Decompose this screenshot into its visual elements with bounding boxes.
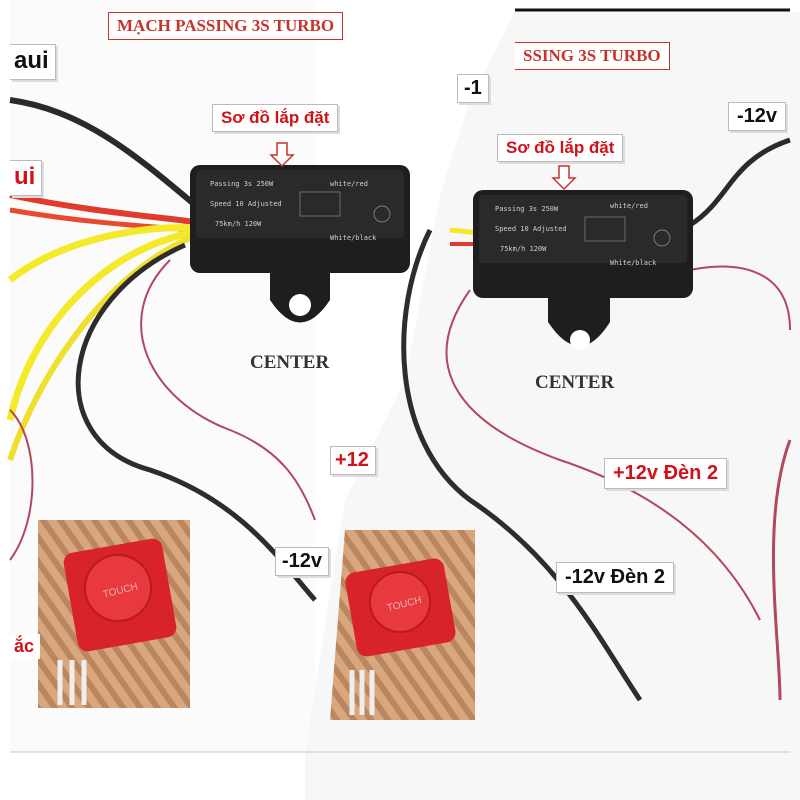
svg-text:White/black: White/black: [330, 234, 377, 242]
module-text-left: Passing 3s 250W: [210, 180, 274, 188]
arrow-down-icon: [269, 142, 295, 168]
right-panel: Passing 3s 250W white/red Speed 10 Adjus…: [305, 8, 800, 800]
label-plus12-den2: +12v Đèn 2: [604, 458, 728, 489]
label-install-left: Sơ đồ lắp đặt: [212, 104, 339, 132]
svg-text:White/black: White/black: [610, 259, 657, 267]
svg-text:75km/h 120W: 75km/h 120W: [500, 245, 547, 253]
label-plus12-left: +12: [330, 446, 376, 475]
svg-text:75km/h 120W: 75km/h 120W: [215, 220, 262, 228]
label-ui: ui: [10, 160, 43, 196]
center-label-left: CENTER: [250, 352, 330, 373]
arrow-down-icon: [551, 165, 577, 191]
label-minus12-left: -12v: [275, 547, 330, 576]
label-aui: aui: [10, 44, 56, 80]
title-right: SSING 3S TURBO: [515, 42, 670, 70]
svg-text:white/red: white/red: [330, 180, 368, 188]
label-install-right: Sơ đồ lắp đặt: [497, 134, 624, 162]
label-ac: ắc: [10, 634, 41, 659]
label-minus12-den2: -12v Đèn 2: [556, 562, 675, 593]
svg-text:Speed 10 Adjusted: Speed 10 Adjusted: [495, 225, 567, 233]
label-minus1: -1: [457, 74, 489, 103]
module-text-right: Passing 3s 250W: [495, 205, 559, 213]
title-left: MẠCH PASSING 3S TURBO: [108, 12, 344, 40]
svg-text:white/red: white/red: [610, 202, 648, 210]
label-minus12-right-top: -12v: [728, 102, 787, 131]
center-label-right: CENTER: [535, 372, 615, 393]
svg-text:Speed 10 Adjusted: Speed 10 Adjusted: [210, 200, 282, 208]
